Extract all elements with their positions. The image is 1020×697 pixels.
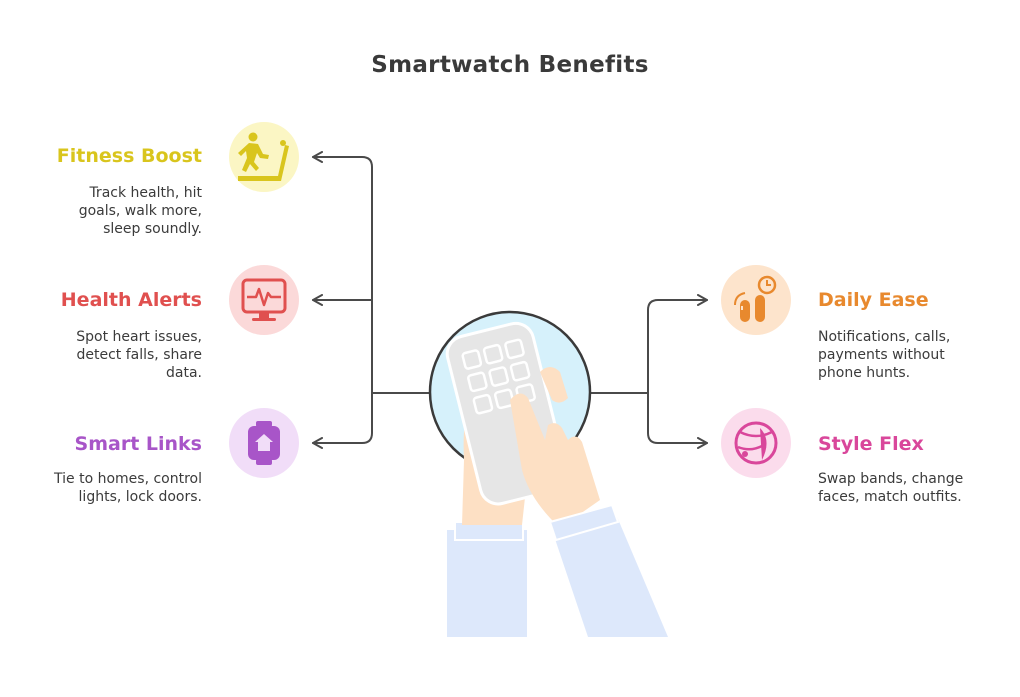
- treadmill-icon: [238, 132, 289, 181]
- benefit-desc-smart-links: Tie to homes, control lights, lock doors…: [54, 471, 202, 505]
- benefit-heading-smart-links: Smart Links: [74, 433, 202, 455]
- benefit-heading-daily-ease: Daily Ease: [818, 289, 929, 311]
- benefit-heading-health-alerts: Health Alerts: [60, 289, 202, 311]
- smart-links-node: [229, 408, 299, 478]
- diagram-title: Smartwatch Benefits: [371, 52, 649, 78]
- daily-ease-node: [721, 265, 791, 335]
- left-connectors: [312, 151, 431, 449]
- benefit-heading-fitness-boost: Fitness Boost: [56, 145, 202, 167]
- heart-monitor-icon: [241, 278, 287, 321]
- health-alerts-node: [229, 265, 299, 335]
- benefit-desc-health-alerts: Spot heart issues, detect falls, share d…: [76, 329, 202, 381]
- right-cuff: [548, 503, 620, 542]
- touch-time-icon: [734, 275, 777, 322]
- connector-smart: [312, 392, 373, 449]
- style-globe-icon: [734, 421, 778, 465]
- left-sleeve: [447, 530, 527, 637]
- right-sleeve: [552, 512, 668, 637]
- right-hand: [510, 393, 600, 528]
- style-flex-node: [721, 408, 791, 478]
- fitness-boost-node: [229, 122, 299, 192]
- right-finger: [540, 367, 568, 403]
- connector-fitness: [312, 151, 431, 394]
- central-hand-device-illustration: [428, 310, 668, 637]
- benefit-heading-style-flex: Style Flex: [818, 433, 924, 455]
- connector-daily: [589, 294, 708, 394]
- benefit-desc-style-flex: Swap bands, change faces, match outfits.: [818, 471, 964, 505]
- benefit-desc-fitness-boost: Track health, hit goals, walk more, slee…: [78, 185, 202, 237]
- benefit-desc-daily-ease: Notifications, calls, payments without p…: [818, 329, 951, 381]
- right-connectors: [589, 294, 708, 449]
- connector-style: [647, 392, 708, 449]
- smartwatch-home-icon: [248, 421, 280, 465]
